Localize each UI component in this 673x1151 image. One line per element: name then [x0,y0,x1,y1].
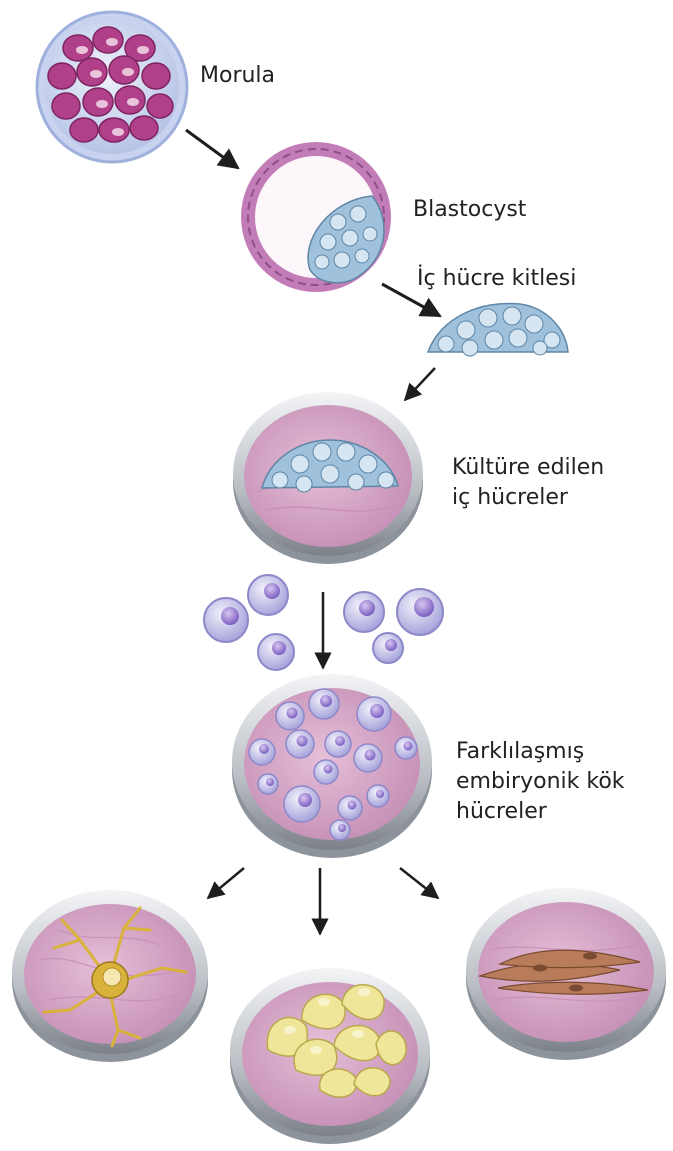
differentiated-label-line2: embiryonik kök [456,769,625,794]
inner-cell-mass-label: İç hücre kitlesi [417,265,576,291]
culture-dish-stem-cells [232,674,432,858]
arrow-morula-to-blastocyst [186,130,238,168]
culture-dish-fat-cells [230,968,430,1144]
cultured-label-line2: iç hücreler [452,485,569,510]
differentiated-label-line1: Farklılaşmış [456,739,584,764]
cultured-label-line1: Kültüre edilen [452,455,604,480]
inner-cell-mass [428,303,568,356]
morula-label: Morula [200,63,275,88]
culture-dish-neuron [12,890,208,1062]
culture-dish-muscle-cells [466,888,666,1060]
differentiated-label-line3: hücreler [456,799,548,824]
morula-embryo [37,12,187,162]
blastocyst-label: Blastocyst [413,197,527,222]
arrow-to-muscle-dish [400,868,438,898]
blastocyst-embryo [248,149,384,285]
culture-dish-inner-cells [233,392,423,564]
arrow-to-neuron-dish [208,868,244,898]
arrow-inner-mass-to-culture [405,368,435,400]
